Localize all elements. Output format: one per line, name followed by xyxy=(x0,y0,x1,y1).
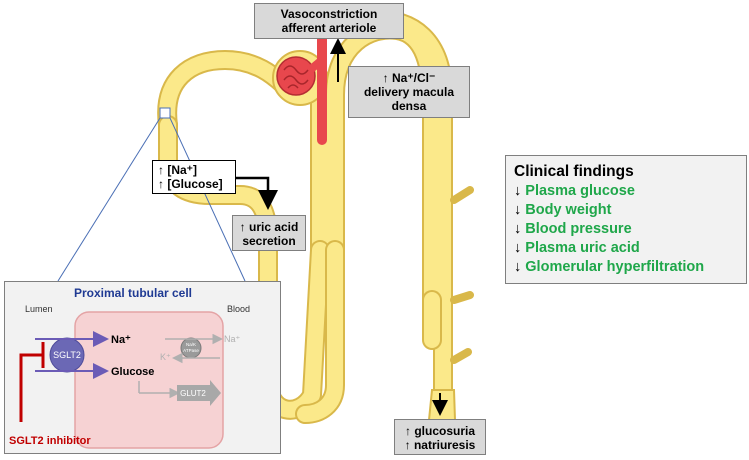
clinical-findings-box: Clinical findings ↓ Plasma glucose ↓ Bod… xyxy=(505,155,747,284)
uric-acid-box: ↑ uric acid secretion xyxy=(232,215,306,251)
finding-item: ↓ Plasma glucose xyxy=(514,183,635,199)
finding-item: ↓ Glomerular hyperfiltration xyxy=(514,259,705,275)
glucosuria-box: ↑ glucosuria ↑ natriuresis xyxy=(394,419,486,455)
uric-acid-line-1: ↑ uric acid xyxy=(239,220,299,234)
vasoconstriction-line-2: afferent arteriole xyxy=(281,21,377,35)
sglt2-label: SGLT2 xyxy=(53,350,81,360)
finding-item: ↓ Plasma uric acid xyxy=(514,240,640,256)
blood-label: Blood xyxy=(227,304,250,314)
pump-label-1: Na/K xyxy=(186,342,196,347)
down-arrow-icon: ↓ xyxy=(514,221,522,237)
na-line: ↑ [Na⁺] xyxy=(158,163,197,177)
down-arrow-icon: ↓ xyxy=(514,202,522,218)
na-out-label: Na⁺ xyxy=(224,334,241,344)
sglt2-inhibitor-line xyxy=(19,342,45,422)
macula-densa-line-3: densa xyxy=(391,99,427,113)
finding-item: ↓ Body weight xyxy=(514,202,612,218)
inset-diagram: Proximal tubular cell Lumen Blood SGLT2 … xyxy=(9,286,250,449)
nephron-tubule xyxy=(157,9,453,430)
glut2-transporter xyxy=(177,380,221,406)
clinical-findings-title: Clinical findings xyxy=(514,163,634,180)
zoom-marker xyxy=(159,107,171,119)
k-in-label: K⁺ xyxy=(160,352,171,362)
macula-densa-line-2: delivery macula xyxy=(363,85,455,99)
macula-densa-box: ↑ Na⁺/Cl⁻ delivery macula densa xyxy=(348,66,470,118)
down-arrow-icon: ↓ xyxy=(514,183,522,199)
vasoconstriction-box: Vasoconstriction afferent arteriole xyxy=(254,3,404,39)
na-glucose-box: ↑ [Na⁺] ↑ [Glucose] xyxy=(152,160,236,194)
na-label: Na⁺ xyxy=(111,334,131,346)
proximal-tubular-cell-inset: Proximal tubular cell Lumen Blood SGLT2 … xyxy=(4,281,281,454)
vasoconstriction-line-1: Vasoconstriction xyxy=(280,7,378,21)
glut2-label: GLUT2 xyxy=(180,389,206,398)
finding-item: ↓ Blood pressure xyxy=(514,221,632,237)
down-arrow-icon: ↓ xyxy=(514,259,522,275)
glucose-line: ↑ [Glucose] xyxy=(158,177,223,191)
inset-title: Proximal tubular cell xyxy=(74,286,192,300)
pump-label-2: ATPase xyxy=(183,348,199,353)
uric-acid-arrow xyxy=(235,176,278,210)
glucose-label: Glucose xyxy=(111,366,154,378)
down-arrow-icon: ↓ xyxy=(514,240,522,256)
glucosuria-line: ↑ glucosuria xyxy=(404,424,475,438)
macula-densa-line-1: ↑ Na⁺/Cl⁻ xyxy=(382,71,436,85)
uric-acid-line-2: secretion xyxy=(242,234,296,248)
natriuresis-line: ↑ natriuresis xyxy=(404,438,476,452)
tubular-cell xyxy=(74,311,224,449)
lumen-label: Lumen xyxy=(25,304,53,314)
sglt2-inhibitor-label: SGLT2 inhibitor xyxy=(9,435,91,447)
